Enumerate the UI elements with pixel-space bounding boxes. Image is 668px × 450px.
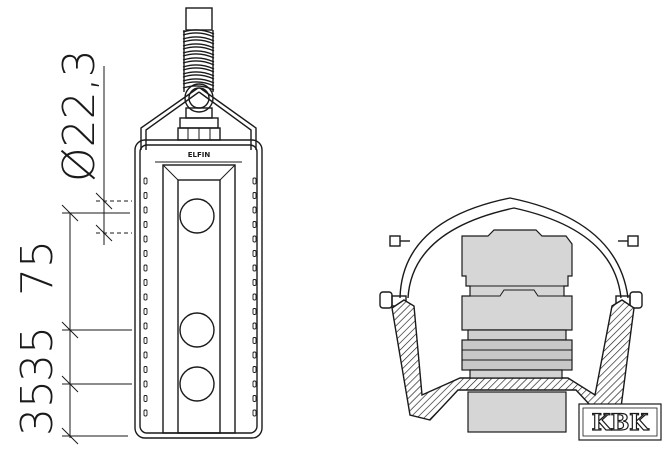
side-screw [252, 293, 257, 301]
side-screw [252, 206, 257, 214]
pushbutton-bottom [179, 366, 215, 402]
side-screw [143, 395, 148, 402]
brand-plate: ELFIN [155, 151, 242, 163]
side-screw [252, 264, 257, 272]
side-screw [252, 395, 257, 402]
side-screw [143, 366, 148, 373]
side-screw [252, 250, 257, 257]
button-panel [162, 164, 236, 434]
strain-relief-spring [182, 29, 215, 92]
dimension-diameter: Ø22,3 [54, 49, 105, 182]
pushbutton-top [179, 198, 215, 234]
cable [185, 7, 213, 31]
side-screw [252, 308, 257, 315]
side-screw [143, 221, 148, 228]
side-screw [143, 177, 148, 185]
side-screw [252, 177, 257, 185]
dimension-75: 75 [12, 240, 63, 296]
side-screw [252, 409, 257, 417]
contact-block [461, 229, 573, 433]
side-screw [143, 293, 148, 301]
side-screw [143, 380, 148, 388]
side-screw [252, 337, 257, 344]
pendant-front-view: ELFIN [134, 7, 263, 439]
suspension-hanger [140, 83, 257, 150]
side-screw [143, 308, 148, 315]
cable-gland [177, 107, 221, 141]
side-screw [252, 351, 257, 359]
side-screw [252, 380, 257, 388]
shell-section [391, 299, 635, 421]
side-screw [143, 322, 148, 330]
side-screw [252, 192, 257, 199]
pendant-section-view [379, 197, 643, 433]
side-screw [143, 409, 148, 417]
side-screw [252, 366, 257, 373]
side-screw [143, 279, 148, 286]
side-screw [252, 279, 257, 286]
side-screw [143, 192, 148, 199]
dimension-lines [61, 66, 132, 445]
side-screw [143, 250, 148, 257]
housing-inner-border [139, 144, 258, 434]
side-screw [252, 235, 257, 243]
watermark-text: KBK [592, 410, 650, 436]
side-screw [143, 337, 148, 344]
side-screw [252, 322, 257, 330]
side-screws [143, 177, 257, 417]
side-screw [143, 206, 148, 214]
kbk-watermark: KBK [578, 403, 662, 441]
pushbutton-middle [179, 312, 215, 348]
dimension-35-lower: 35 [12, 380, 63, 436]
brand-label: ELFIN [188, 151, 211, 159]
dimension-35-upper: 35 [12, 326, 63, 382]
side-screw [143, 235, 148, 243]
housing-outer [134, 139, 263, 439]
side-screw [143, 351, 148, 359]
side-screw [252, 221, 257, 228]
button-panel-inner [177, 179, 221, 434]
side-screw [143, 264, 148, 272]
